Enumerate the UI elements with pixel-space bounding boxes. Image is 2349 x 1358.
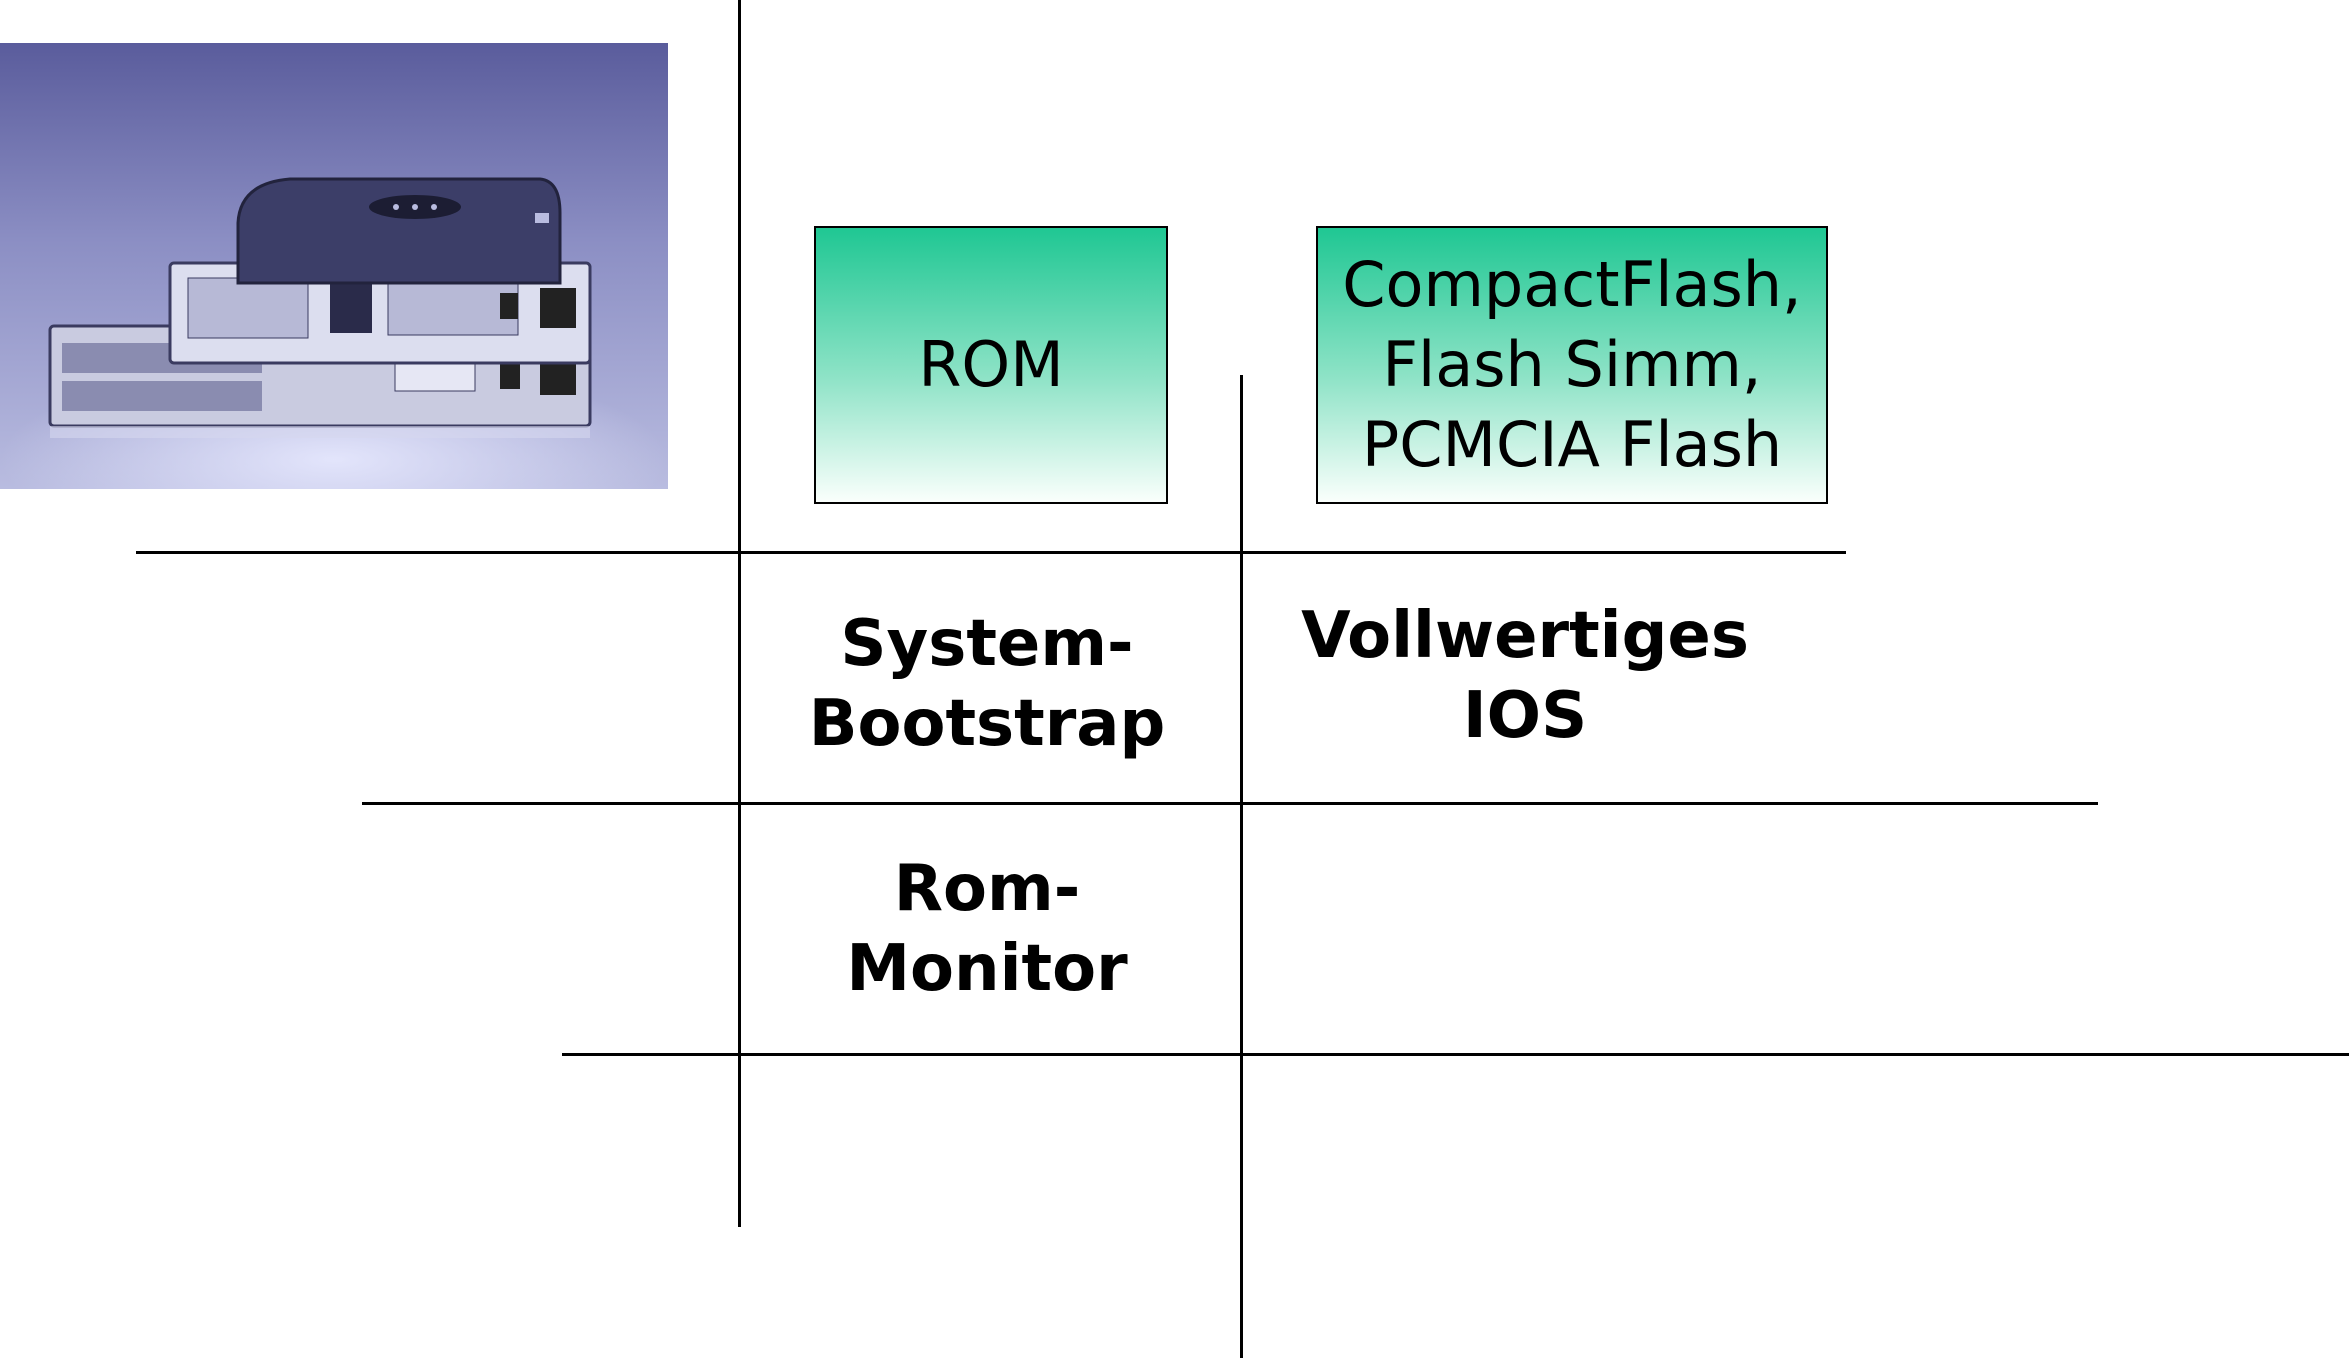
rom-memory-label: ROM bbox=[918, 328, 1064, 401]
router-stack-photo bbox=[0, 43, 668, 489]
flash-memory-box: CompactFlash, Flash Simm, PCMCIA Flash bbox=[1316, 226, 1828, 504]
system-bootstrap-label: System- Bootstrap bbox=[808, 607, 1166, 761]
divider-horizontal-3 bbox=[562, 1053, 2349, 1056]
divider-vertical-left bbox=[738, 0, 741, 1227]
divider-vertical-right bbox=[1240, 375, 1243, 1358]
flash-memory-label: CompactFlash, Flash Simm, PCMCIA Flash bbox=[1342, 248, 1802, 481]
divider-horizontal-2 bbox=[362, 802, 2098, 805]
full-ios-label: Vollwertiges IOS bbox=[1301, 599, 1749, 753]
rom-memory-box: ROM bbox=[814, 226, 1168, 504]
divider-horizontal-1 bbox=[136, 551, 1846, 554]
rom-monitor-label: Rom- Monitor bbox=[846, 852, 1128, 1006]
